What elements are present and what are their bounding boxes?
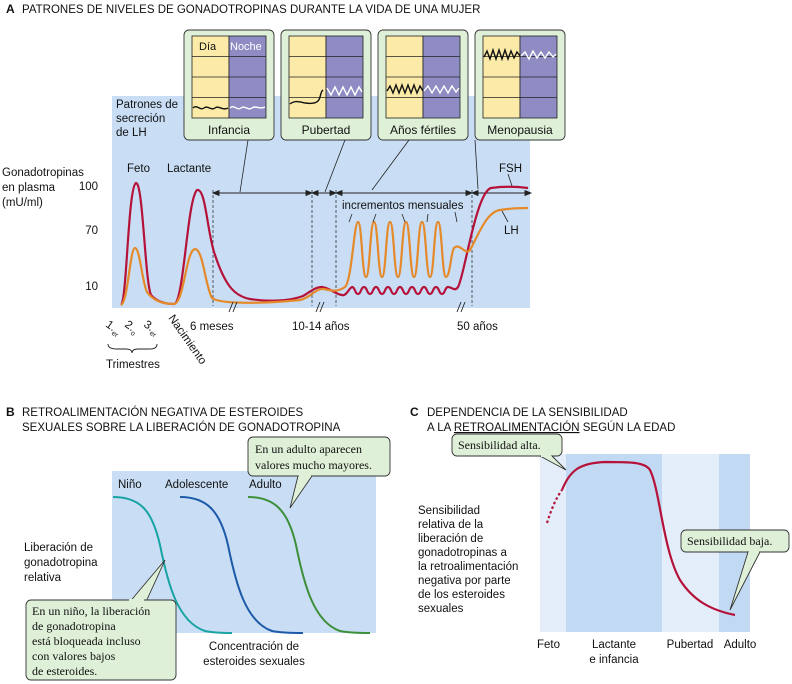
inset-pubertad: Pubertad [280,29,372,141]
trimesters-brace [107,343,158,354]
x-label-pubertad: Pubertad [667,639,714,651]
y-tick-70: 70 [85,225,98,237]
increments-arrows [348,211,458,223]
panel-a-title: PATRONES DE NIVELES DE GONADOTROPINAS DU… [22,4,480,16]
lh-label: LH [504,225,519,237]
callout-child-line-1: En un niño, la liberación [32,604,150,618]
panel-c-y-label-8: sexuales [418,603,464,615]
panel-c: C DEPENDENCIA DE LA SENSIBILIDAD A LA RE… [410,405,790,666]
x-label-feto: Feto [537,639,560,651]
panel-b-x-label-2: esteroides sexuales [203,656,305,668]
callout-adult-line-1: En un adulto aparecen [255,442,362,456]
callout-child-line-4: con valores bajos [32,649,116,663]
panel-b-title-2: SEXUALES SOBRE LA LIBERACIÓN DE GONADOTR… [22,421,341,434]
lh-curve [120,206,529,307]
panel-c-y-label-7: de los esteroides [418,589,505,601]
inset-pubertad-label: Pubertad [302,123,351,137]
panel-b: B RETROALIMENTACIÓN NEGATIVA DE ESTEROID… [6,405,391,681]
stage-range-arrows [211,189,533,197]
fifty-years-label: 50 años [457,321,498,333]
inset-menopausia: Menopausia [474,29,566,141]
callout-adult: En un adulto aparecen valores mucho mayo… [247,436,391,509]
curve-label-adolescente: Adolescente [165,479,228,491]
x-label-adulto: Adulto [724,639,757,651]
y-axis-label-3: (mU/ml) [2,197,43,209]
panel-a-letter: A [6,2,15,16]
trimester-3-label: 3.er [140,319,162,340]
callout-low-text: Sensibilidad baja. [687,534,772,548]
x-label-lactante-2: e infancia [589,654,639,666]
stage-label-feto: Feto [127,163,150,175]
inset-infancia-label: Infancia [208,123,250,137]
curve-adulto [247,496,371,634]
inset-anos-fertiles-label: Años fértiles [390,123,456,137]
inset-menopausia-label: Menopausia [487,123,553,137]
band-feto [540,454,566,632]
callout-high-text: Sensibilidad alta. [458,438,541,452]
panel-c-y-label-1: Sensibilidad [418,505,480,517]
x-label-lactante-1: Lactante [592,639,636,651]
inset-pointer-lines [239,139,479,193]
fsh-curve [120,181,529,306]
inset-infancia: Día Noche Infancia [183,29,275,141]
curve-label-nino: Niño [118,479,142,491]
y-tick-100: 100 [79,181,98,193]
y-tick-10: 10 [85,281,98,293]
band-lactante [566,454,662,632]
panel-c-letter: C [410,405,419,419]
lh-patterns-label-3: de LH [116,127,147,139]
fsh-label: FSH [499,163,522,175]
panel-c-title-1: DEPENDENCIA DE LA SENSIBILIDAD [427,407,628,419]
panel-b-title-1: RETROALIMENTACIÓN NEGATIVA DE ESTEROIDES [22,406,303,419]
callout-low: Sensibilidad baja. [680,529,790,611]
sensitivity-curve [560,460,736,617]
panel-c-title-2: A LA RETROALIMENTACIÓN SEGÚN LA EDAD [427,421,675,434]
callout-high: Sensibilidad alta. [451,433,567,471]
trimester-2-label: 2.o [121,319,140,338]
trimester-1-label: 1.er [102,319,124,340]
lh-patterns-label-2: secreción [116,113,165,125]
panel-b-y-label-2: gonadotropina [24,557,98,569]
panel-c-y-label-6: negativa por parte [418,575,511,587]
axis-break-marks [228,301,466,313]
panel-c-y-label-3: liberación de [418,533,483,545]
callout-child: En un niño, la liberación de gonadotropi… [25,559,177,681]
callout-adult-line-2: valores mucho mayores. [255,458,372,472]
stage-label-lactante: Lactante [167,163,211,175]
callout-child-line-2: de gonadotropina [32,619,116,633]
callout-child-line-3: está bloqueada incluso [32,634,141,648]
panel-b-y-label-1: Liberación de [24,542,93,554]
y-axis-label-1: Gonadotropinas [2,167,84,179]
panel-b-y-label-3: relativa [24,572,62,584]
panel-c-y-label-4: gonadotropinas a [418,547,507,559]
y-axis-label-2: en plasma [2,182,56,194]
callout-child-line-5: de esteroides. [32,664,97,678]
panel-c-y-label-2: relativa de la [418,519,484,531]
curve-label-adulto: Adulto [249,479,282,491]
trimesters-label: Trimestres [106,359,160,371]
panel-b-x-label-1: Concentración de [209,641,299,653]
inset-day-label: Día [199,41,217,53]
lh-label-leader [501,210,509,223]
lh-patterns-label-1: Patrones de [116,99,178,111]
inset-night-label: Noche [230,41,262,53]
panel-b-letter: B [6,405,15,419]
six-months-label: 6 meses [190,321,234,333]
inset-anos-fertiles: Años fértiles [377,29,469,141]
increments-label: incrementos mensuales [342,200,464,212]
fsh-label-leader [507,173,513,187]
panel-c-y-label-5: la retroalimentación [418,561,518,573]
puberty-age-label: 10-14 años [292,321,350,333]
panel-a: A PATRONES DE NIVELES DE GONADOTROPINAS … [2,2,566,371]
curve-nino [112,496,233,634]
curve-adolescente [179,496,304,634]
